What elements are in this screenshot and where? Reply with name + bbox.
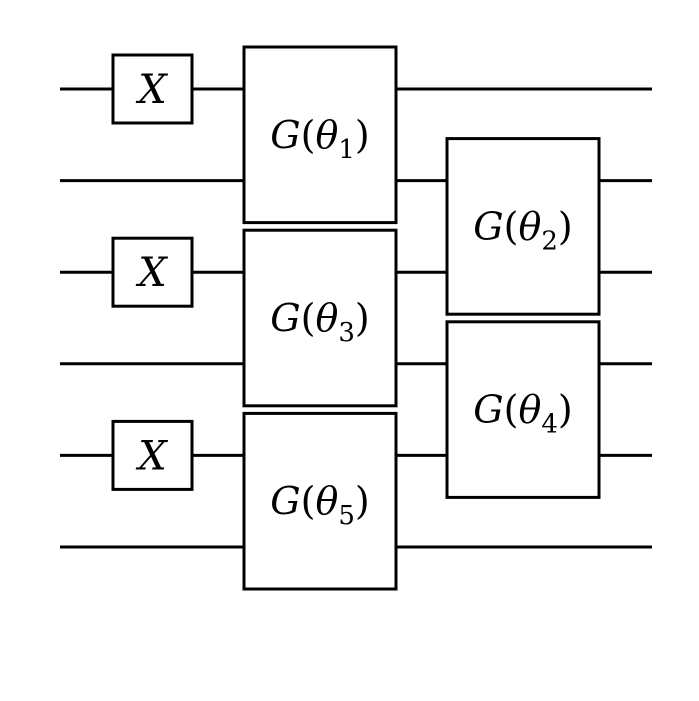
g-gate-param: θ: [315, 479, 338, 523]
g-gate-name: G: [270, 479, 300, 523]
x-gate-box: [111, 419, 194, 491]
g-gate-box: [242, 228, 398, 408]
g-gate-subscript: 4: [541, 410, 558, 440]
x-gate: X: [111, 419, 194, 491]
g-gate-box: [445, 320, 601, 499]
g-gate-subscript: 1: [338, 135, 355, 165]
g-gate-param: θ: [518, 388, 541, 432]
g-gate-label: G(θ1): [270, 113, 369, 165]
x-gate-box: [111, 236, 194, 308]
x-gate-box: [111, 53, 194, 125]
g-gate-label: G(θ5): [270, 479, 369, 531]
g-gate: G(θ4): [445, 320, 601, 499]
g-gate-open-paren: (: [504, 388, 519, 432]
x-gate-label: X: [135, 250, 168, 296]
g-gate-close-paren: ): [558, 388, 573, 432]
g-gate: G(θ3): [242, 228, 398, 408]
g-gate-close-paren: ): [355, 479, 370, 523]
g-gate-name: G: [473, 388, 503, 432]
x-gate-label: X: [135, 67, 168, 113]
g-gate-open-paren: (: [301, 479, 316, 523]
g-gate-name: G: [270, 113, 300, 157]
g-gate-subscript: 5: [338, 501, 355, 531]
g-gate-box: [242, 411, 398, 591]
x-gate: X: [111, 236, 194, 308]
x-gate: X: [111, 53, 194, 125]
g-gate-open-paren: (: [301, 113, 316, 157]
g-gate: G(θ1): [242, 45, 398, 225]
g-gate: G(θ2): [445, 137, 601, 316]
g-gate-label: G(θ4): [473, 388, 572, 440]
g-gate-name: G: [473, 204, 503, 248]
g-gate-close-paren: ): [355, 296, 370, 340]
g-gate-param: θ: [315, 113, 338, 157]
g-gate-box: [242, 45, 398, 225]
g-gate-subscript: 3: [338, 318, 355, 348]
g-gate-box: [445, 137, 601, 316]
g-gate-param: θ: [518, 204, 541, 248]
g-gate-close-paren: ): [355, 113, 370, 157]
g-gate-label: G(θ3): [270, 296, 369, 348]
g-gate-close-paren: ): [558, 204, 573, 248]
g-gate-open-paren: (: [504, 204, 519, 248]
g-gate-label: G(θ2): [473, 204, 572, 256]
g-gate-name: G: [270, 296, 300, 340]
x-gate-label: X: [135, 433, 168, 479]
g-gate-subscript: 2: [541, 226, 558, 256]
g-gate-param: θ: [315, 296, 338, 340]
g-gate-open-paren: (: [301, 296, 316, 340]
g-gate: G(θ5): [242, 411, 398, 591]
